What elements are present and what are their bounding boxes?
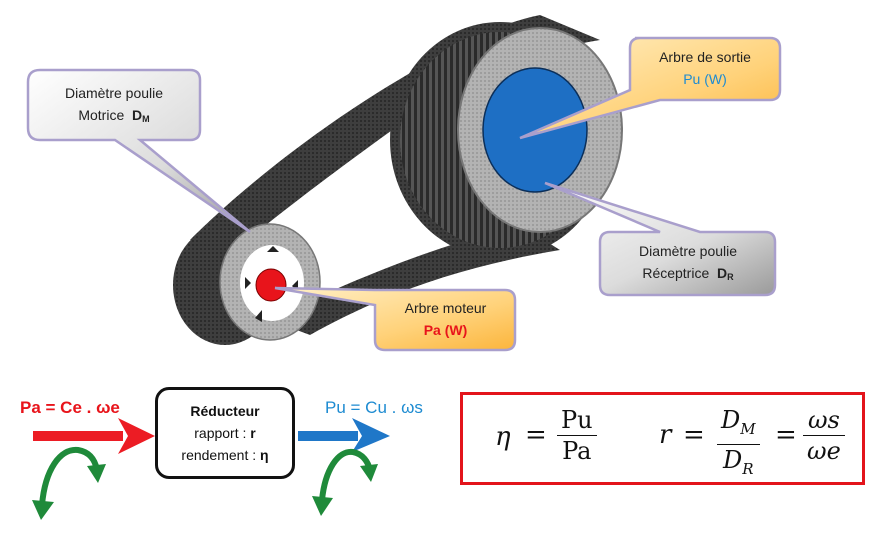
ratio-equals-2: = [775,420,797,450]
efficiency-symbol: η [260,447,269,463]
efficiency-equals: = [525,420,547,450]
callout-output-shaft: Arbre de sortie Pu (W) [632,46,778,90]
input-rotation-arrowhead-left [32,500,54,520]
input-power-label: Pa = Ce . ωe [20,398,120,417]
callout-motor-shaft-value: Pa (W) [423,322,468,338]
driving-pulley [173,223,321,345]
callout-output-shaft-value: Pu (W) [683,71,727,87]
callout-motor-shaft-shape [274,286,517,352]
diameter-denominator-sub: R [742,460,754,478]
output-rotation-arrowhead-right [360,464,378,482]
output-rotation-arrowhead-left [312,496,333,516]
speed-denominator: ωe [807,437,841,465]
input-power-arrow [33,418,155,454]
reducer-title: Réducteur [190,403,260,419]
callout-driven-pulley: Diamètre poulie Réceptrice DR [602,240,774,288]
diameter-fraction: DM DR [717,405,760,484]
output-shaft [482,67,588,193]
ratio-equals-1: = [683,420,705,450]
callout-driving-pulley-shape [26,68,251,234]
ratio-lhs: r [659,420,672,450]
diameter-denominator: D [723,446,743,474]
dm-subscript: M [142,114,150,124]
reducer-box: Réducteur rapport : r rendement : η [155,387,295,479]
efficiency-fraction: Pu Pa [557,405,597,466]
input-rotation-arrow [39,446,100,508]
output-power-label: Pu = Cu . ωs [325,398,423,417]
ratio-symbol: r [250,425,256,441]
dr-subscript: R [727,272,734,282]
efficiency-lhs: η [495,422,511,452]
dm-symbol: D [132,107,143,123]
diameter-numerator: D [721,406,741,434]
output-power-arrow [298,418,390,452]
callout-driven-pulley-line1: Diamètre poulie [638,243,738,259]
motor-shaft [255,268,287,302]
dr-symbol: D [717,265,728,281]
efficiency-denominator: Pa [562,437,592,465]
callout-motor-shaft: Arbre moteur Pa (W) [377,297,514,341]
callout-driving-pulley: Diamètre poulie Motrice DM [30,82,198,130]
callout-motor-shaft-line1: Arbre moteur [404,300,487,316]
ratio-label: rapport : [194,425,251,441]
input-rotation-arrowhead-right [87,464,106,483]
efficiency-numerator: Pu [557,405,597,436]
speed-numerator: ωs [803,405,845,436]
callout-output-shaft-line1: Arbre de sortie [659,49,751,65]
callout-driven-pulley-line2: Réceptrice [642,265,710,281]
driven-pulley [390,22,623,258]
diameter-numerator-sub: M [740,420,756,438]
output-rotation-arrow [319,448,373,503]
callout-driving-pulley-line1: Diamètre poulie [64,85,164,101]
formula-box: η = Pu Pa r = DM DR = ωs ωe [460,392,865,485]
callout-driven-pulley-shape [544,181,777,297]
callout-output-shaft-shape [519,36,782,140]
speed-fraction: ωs ωe [803,405,845,466]
callout-driving-pulley-line2: Motrice [78,107,125,123]
efficiency-label: rendement : [181,447,261,463]
